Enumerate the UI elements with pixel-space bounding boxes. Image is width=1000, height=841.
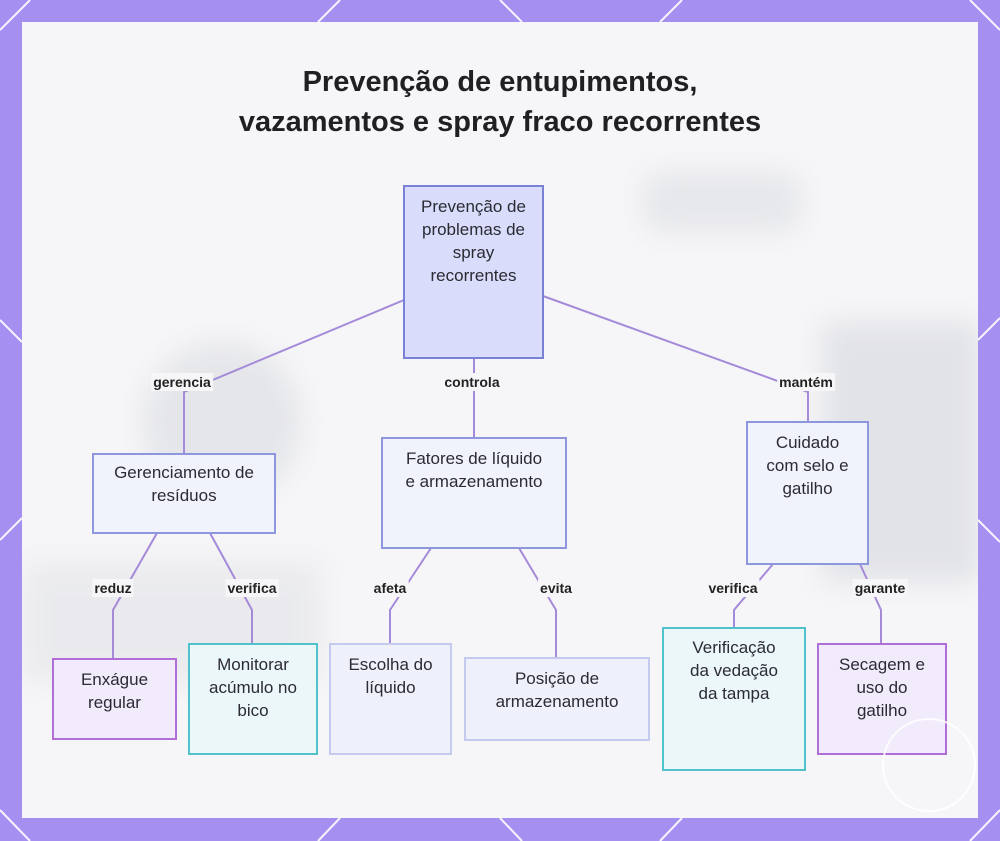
edge-label-controla: controla (442, 373, 502, 391)
edge-label-verifica-cap: verifica (706, 579, 760, 597)
edge-label-mantem: mantém (777, 373, 835, 391)
background-blur-shape (642, 172, 802, 232)
edge-label-gerencia: gerencia (151, 373, 213, 391)
edge-root-seal (542, 295, 809, 422)
watermark-logo (882, 718, 976, 812)
node-regular-rinse: Enxágue regular (52, 658, 177, 740)
node-liquid-choice: Escolha do líquido (329, 643, 452, 755)
edge-waste-monitor (209, 532, 253, 644)
edge-liquid-choice (389, 547, 432, 644)
node-seal-trigger: Cuidado com selo e gatilho (746, 421, 869, 565)
node-liquid-storage: Fatores de líquido e armazenamento (381, 437, 567, 549)
node-monitor-nozzle: Monitorar acúmulo no bico (188, 643, 318, 755)
edge-label-reduz: reduz (92, 579, 134, 597)
edge-seal-capcheck (733, 563, 774, 628)
edge-label-garante: garante (852, 579, 908, 597)
title-line-1: Prevenção de entupimentos, (302, 66, 698, 98)
edge-seal-dry (859, 563, 882, 644)
edge-liquid-position (518, 547, 557, 658)
node-waste-management: Gerenciamento de resíduos (92, 453, 276, 534)
title-line-2: vazamentos e spray fraco recorrentes (238, 106, 762, 138)
edge-label-evita: evita (538, 579, 574, 597)
node-root: Prevenção de problemas de spray recorren… (403, 185, 544, 359)
edge-label-afeta: afeta (371, 579, 409, 597)
diagram-title: Prevenção de entupimentos, vazamentos e … (0, 62, 1000, 142)
edge-label-verifica-monitor: verifica (225, 579, 279, 597)
node-cap-seal-check: Verificação da vedação da tampa (662, 627, 806, 771)
edge-waste-rinse (112, 532, 158, 659)
edge-root-waste (183, 299, 405, 455)
node-storage-position: Posição de armazenamento (464, 657, 650, 741)
